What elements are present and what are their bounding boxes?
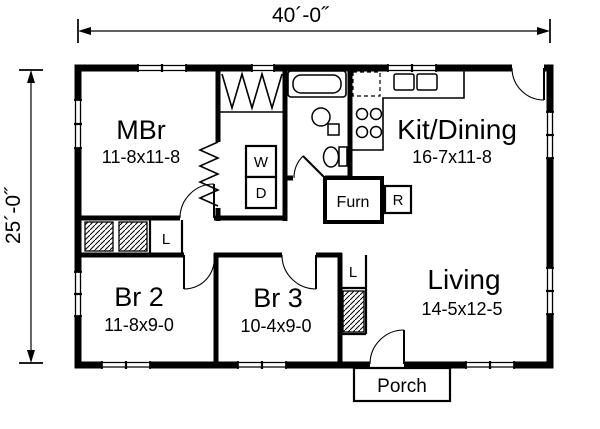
furnace-label: Furn bbox=[337, 194, 370, 211]
living-size: 14-5x12-5 bbox=[421, 299, 502, 319]
br3-size: 10-4x9-0 bbox=[240, 316, 311, 336]
door-bathroom bbox=[293, 155, 326, 179]
closet-br2-left bbox=[84, 221, 114, 252]
arrow-down-icon bbox=[27, 350, 35, 363]
mbr-size: 11-8x11-8 bbox=[102, 147, 180, 167]
mbr-name: MBr bbox=[116, 115, 166, 145]
dryer-label: D bbox=[256, 185, 267, 202]
linen-closet-hall bbox=[148, 220, 184, 253]
window-living-right bbox=[546, 267, 554, 315]
window-br2-left bbox=[74, 271, 82, 317]
overall-width-label: 40´-0˝ bbox=[272, 4, 330, 27]
refrigerator-label: R bbox=[393, 192, 404, 209]
furnace-closet bbox=[323, 176, 384, 224]
kitchen-counter bbox=[352, 71, 465, 151]
arrow-right-icon bbox=[537, 27, 550, 35]
kit-name: Kit/Dining bbox=[397, 114, 517, 145]
door-entry bbox=[511, 67, 545, 101]
closet-br2-right bbox=[118, 221, 148, 252]
door-br3 bbox=[281, 254, 317, 290]
window-mbr-left bbox=[74, 99, 82, 149]
window-kitchen-right bbox=[546, 111, 554, 159]
bathroom-sink bbox=[311, 107, 340, 136]
closet-mbr-bifold bbox=[198, 141, 220, 207]
washer-label: W bbox=[254, 154, 269, 171]
closet-top-bifold bbox=[220, 71, 283, 113]
fixture-labels: Furn R W D L L bbox=[162, 154, 404, 281]
br3-name: Br 3 bbox=[253, 283, 303, 313]
closet-strip-living bbox=[340, 255, 368, 336]
toilet bbox=[322, 146, 348, 168]
interior-walls bbox=[78, 66, 353, 365]
window-bath bbox=[251, 64, 275, 72]
overall-depth-label: 25´-0˝ bbox=[2, 186, 25, 244]
window-kitchen bbox=[387, 64, 437, 72]
door-porch bbox=[369, 329, 405, 365]
br2-size: 11-8x9-0 bbox=[104, 315, 174, 335]
linen-hall-label: L bbox=[162, 231, 170, 248]
kitchen-sink bbox=[393, 73, 438, 91]
porch-label: Porch bbox=[377, 376, 427, 397]
window-br3-bottom bbox=[237, 361, 287, 369]
coat-closet-hatch bbox=[342, 290, 365, 333]
range-burners bbox=[355, 107, 383, 139]
room-labels: MBr 11-8x11-8 Kit/Dining 16-7x11-8 Br 2 … bbox=[102, 114, 517, 397]
linen-living-label: L bbox=[349, 264, 357, 281]
arrow-up-icon bbox=[27, 70, 35, 83]
door-mbr bbox=[179, 183, 215, 219]
window-br2-bottom bbox=[101, 361, 151, 369]
window-living-bottom bbox=[465, 361, 515, 369]
refrigerator-box bbox=[383, 184, 413, 215]
dimension-width: 40´-0˝ bbox=[77, 4, 551, 43]
porch-outline bbox=[352, 366, 452, 403]
dryer-box bbox=[244, 175, 278, 210]
dishwasher-dashed bbox=[352, 71, 381, 97]
arrow-left-icon bbox=[78, 27, 91, 35]
br2-name: Br 2 bbox=[114, 282, 164, 312]
kit-size: 16-7x11-8 bbox=[412, 147, 492, 167]
door-br2 bbox=[183, 254, 215, 290]
living-name: Living bbox=[427, 264, 500, 295]
bathtub bbox=[287, 70, 347, 98]
window-mbr-top bbox=[137, 64, 187, 72]
dimension-depth: 25´-0˝ bbox=[2, 69, 43, 364]
